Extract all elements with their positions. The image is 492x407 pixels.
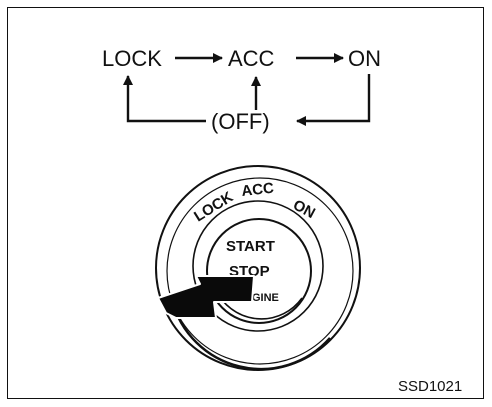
ring-acc-label: ACC [241,180,275,200]
figure-code: SSD1021 [398,378,462,395]
mode-acc-label: ACC [228,46,275,71]
mode-lock-label: LOCK [102,46,162,71]
mode-on-label: ON [348,46,381,71]
arrow-off-to-lock [123,75,206,123]
switch-bezel-inner [166,177,354,365]
ignition-switch: LOCK ACC ON START STOP GINE [155,165,361,371]
button-engine-label: GINE [252,292,279,304]
push-arrow-icon [157,275,255,319]
arrow-on-to-off [296,74,371,126]
mode-off-label: (OFF) [211,109,270,134]
button-start-label: START [226,238,275,255]
switch-bezel-shadow [170,299,331,371]
